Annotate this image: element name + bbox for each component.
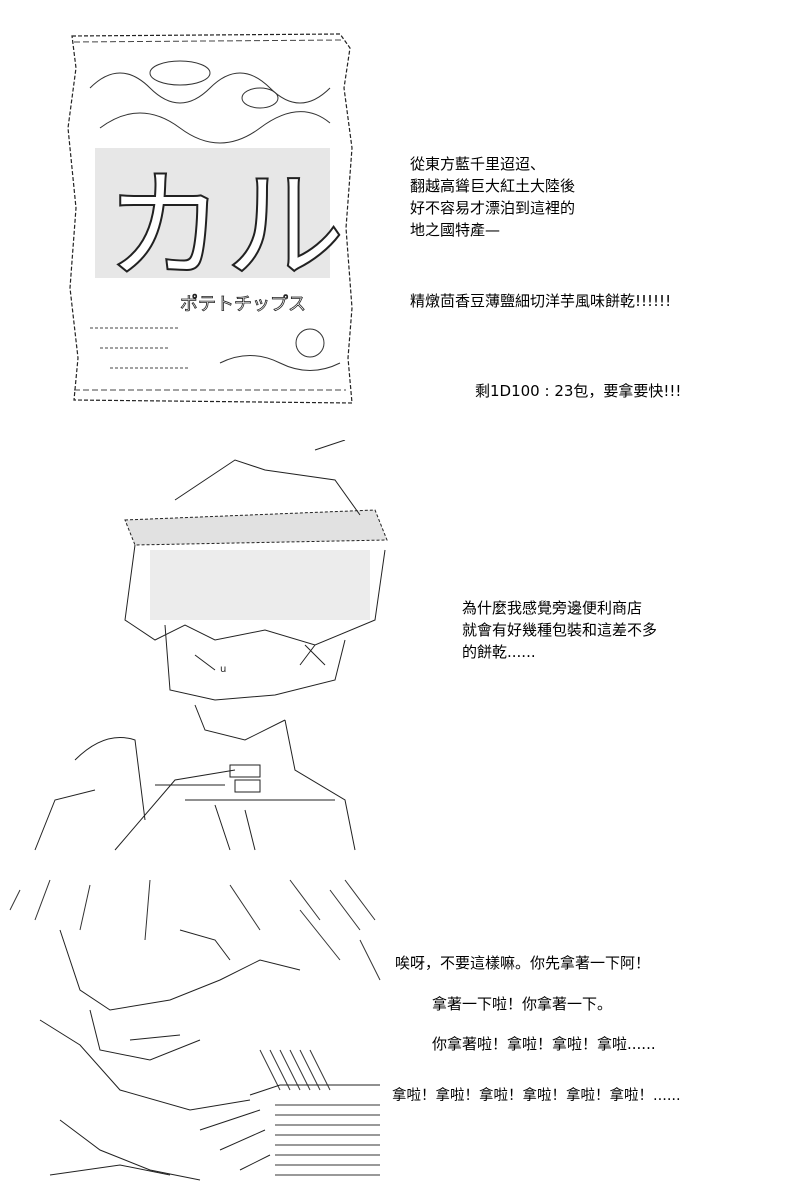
thought-line: 就會有好幾種包裝和這差不多	[462, 621, 658, 639]
dialogue-line-3: 你拿著啦！拿啦！拿啦！拿啦......	[432, 1035, 656, 1053]
panel-push: 唉呀，不要這樣嘛。你先拿著一下阿！ 拿著一下啦！你拿著一下。 你拿著啦！拿啦！拿…	[0, 860, 800, 1200]
thought-caption: 為什麼我感覺旁邊便利商店 就會有好幾種包裝和這差不多 的餅乾......	[462, 597, 657, 663]
panel-character: u 為什麼我感覺旁邊便利商店 就會有好幾種包裝和這差不多 的餅乾......	[0, 420, 800, 860]
svg-text:u: u	[220, 664, 226, 675]
intro-line: 從東方藍千里迢迢、	[410, 155, 546, 173]
dialogue-line-4: 拿啦！拿啦！拿啦！拿啦！拿啦！拿啦！......	[392, 1088, 681, 1104]
character-illustration: u	[34, 440, 388, 851]
product-name: 精燉茴香豆薄鹽細切洋芋風味餅乾!!!!!!	[410, 292, 672, 310]
intro-line: 翻越高聳巨大紅土大陸後	[410, 177, 576, 195]
dialogue-line-1: 唉呀，不要這樣嘛。你先拿著一下阿！	[395, 954, 651, 972]
thought-line: 的餅乾......	[462, 643, 536, 661]
chip-bag-illustration: カル ポテトチップス	[67, 33, 353, 404]
remaining-count: 剩1D100 : 23包，要拿要快!!!	[475, 382, 682, 400]
intro-caption: 從東方藍千里迢迢、 翻越高聳巨大紅土大陸後 好不容易才漂泊到這裡的 地之國特產—	[410, 153, 575, 241]
dialogue-line-2: 拿著一下啦！你拿著一下。	[432, 995, 613, 1013]
bag-logo-text: カル	[105, 160, 345, 294]
panel-chip-bag: カル ポテトチップス 從東方藍千里迢迢、 翻越高聳巨大紅土大陸後 好不容易才漂泊…	[0, 0, 800, 420]
thought-line: 為什麼我感覺旁邊便利商店	[462, 599, 643, 617]
intro-line: 地之國特產—	[410, 221, 501, 239]
intro-line: 好不容易才漂泊到這裡的	[410, 199, 576, 217]
bag-subtitle-text: ポテトチップス	[180, 294, 306, 315]
pushing-illustration	[9, 879, 381, 1181]
